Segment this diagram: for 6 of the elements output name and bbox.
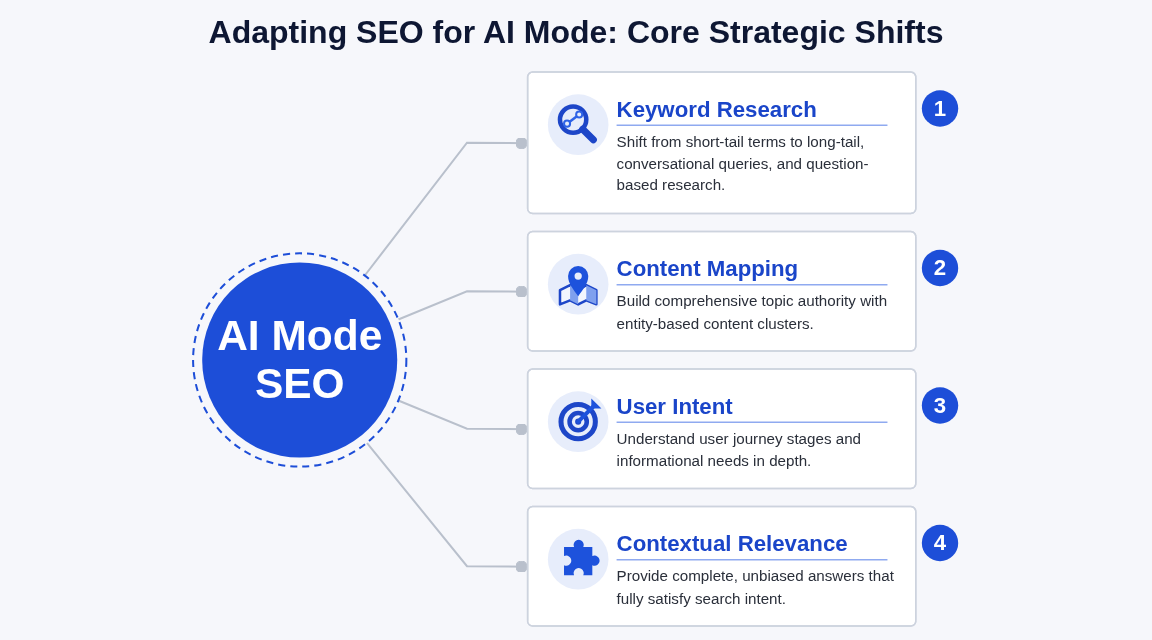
node-circle: AI Mode SEO bbox=[192, 252, 408, 468]
diagram-title: Adapting SEO for AI Mode: Core Strategic Shifts bbox=[208, 14, 944, 51]
number-badge: 2 bbox=[922, 249, 959, 287]
number-badge: 3 bbox=[922, 387, 959, 424]
number-badge: 4 bbox=[922, 524, 959, 562]
number-badge: 1 bbox=[922, 90, 959, 127]
